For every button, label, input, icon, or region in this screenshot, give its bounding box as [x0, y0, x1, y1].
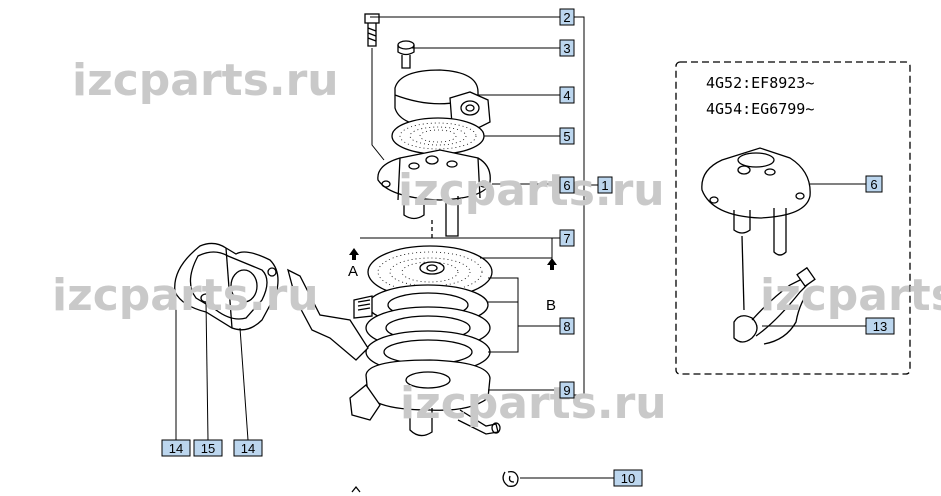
leader-lines: [175, 16, 866, 479]
watermark-2: izcparts.ru: [398, 165, 665, 216]
callout-9[interactable]: 9: [559, 381, 575, 399]
callouts: 2 3 4 5 6 1 7 8: [161, 8, 895, 487]
variant-box: [675, 61, 911, 375]
clip-part-10: [502, 470, 519, 487]
callout-6-variant-label: 6: [870, 177, 877, 192]
screw-part-2: [364, 13, 380, 47]
watermark-1: izcparts.ru: [72, 55, 339, 106]
callout-10-label: 10: [621, 471, 635, 486]
callout-13-label: 13: [873, 319, 887, 334]
callout-3[interactable]: 3: [559, 39, 575, 57]
direction-label-a: A: [348, 263, 358, 280]
callout-5[interactable]: 5: [559, 127, 575, 145]
watermarks: izcparts.ru izcparts.ru izcparts.ru izcp…: [52, 55, 941, 429]
callout-14-left[interactable]: 14: [161, 439, 191, 457]
pump-body-part-6: [377, 149, 491, 237]
spacer-gaskets-14-15: [174, 242, 279, 331]
callout-4[interactable]: 4: [559, 86, 575, 104]
callout-9-label: 9: [563, 383, 570, 398]
screw-part-3: [397, 40, 415, 69]
callout-14-right-label: 14: [241, 441, 255, 456]
callout-14-left-label: 14: [169, 441, 183, 456]
bottom-arrow-fragment: [351, 485, 361, 493]
callout-2[interactable]: 2: [559, 8, 575, 26]
callout-6-label: 6: [563, 178, 570, 193]
watermark-5: izcparts.ru: [400, 378, 667, 429]
callout-4-label: 4: [563, 88, 570, 103]
callout-2-label: 2: [563, 10, 570, 25]
lower-body-part-9: [349, 359, 501, 437]
callout-15-label: 15: [201, 441, 215, 456]
callout-14-right[interactable]: 14: [233, 439, 263, 457]
callout-8-label: 8: [563, 319, 570, 334]
callout-10[interactable]: 10: [613, 469, 643, 487]
callout-5-label: 5: [563, 129, 570, 144]
callout-3-label: 3: [563, 41, 570, 56]
callout-1-label: 1: [601, 178, 608, 193]
callout-6-variant[interactable]: 6: [865, 175, 883, 193]
direction-arrows: [349, 248, 557, 270]
callout-7[interactable]: 7: [559, 229, 575, 247]
valve-gasket-part-5: [391, 117, 485, 155]
direction-label-b: B: [546, 297, 556, 314]
watermark-3: izcparts.ru: [52, 270, 319, 321]
callout-1[interactable]: 1: [597, 176, 613, 194]
variant-pump-body: [701, 147, 811, 256]
callout-13[interactable]: 13: [865, 317, 895, 335]
callout-7-label: 7: [563, 231, 570, 246]
callout-15[interactable]: 15: [193, 439, 223, 457]
callout-8[interactable]: 8: [559, 317, 575, 335]
watermark-4: izcparts.ru: [760, 270, 941, 321]
engine-note-line-1: 4G52:EF8923~: [706, 74, 814, 92]
fuel-pipe-part-13: [733, 235, 816, 345]
rocker-arm: [287, 268, 373, 361]
engine-note-line-2: 4G54:EG6799~: [706, 100, 814, 118]
diaphragm-part-7: [367, 220, 493, 299]
callout-6[interactable]: 6: [559, 176, 575, 194]
